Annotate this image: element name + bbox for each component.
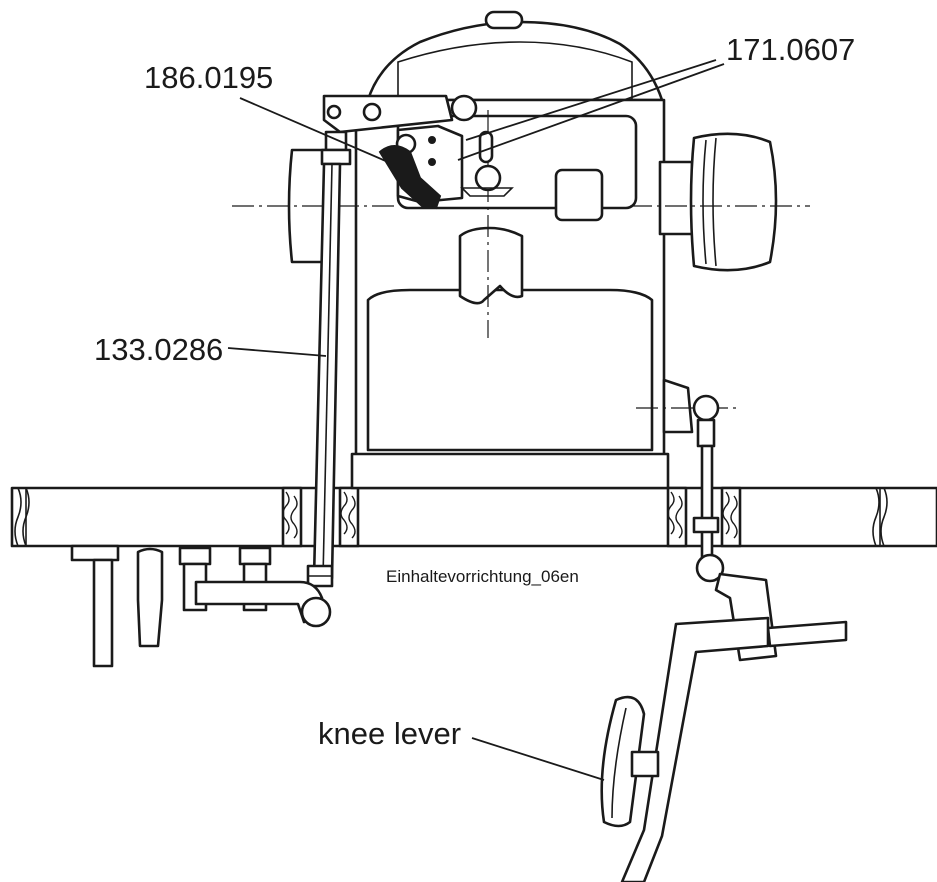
label-171-0607: 171.0607 xyxy=(726,32,855,67)
under-table-linkage-left xyxy=(70,544,332,668)
leader-171-0607-b xyxy=(457,63,725,161)
diagram-caption: Einhaltevorrichtung_06en xyxy=(386,567,579,586)
knee-lever xyxy=(600,616,770,882)
leader-171-0607-a xyxy=(465,59,717,141)
label-133-0286: 133.0286 xyxy=(94,332,223,367)
table-top xyxy=(10,486,937,548)
lever-186-0195 xyxy=(378,145,442,210)
leader-knee-lever xyxy=(471,737,605,781)
leader-lines xyxy=(227,59,725,781)
label-knee-lever: knee lever xyxy=(318,716,461,751)
connecting-rod xyxy=(306,162,342,588)
label-186-0195: 186.0195 xyxy=(144,60,273,95)
leader-133-0286 xyxy=(227,347,327,357)
stop-mechanism xyxy=(320,94,514,210)
leader-186-0195 xyxy=(239,97,389,163)
